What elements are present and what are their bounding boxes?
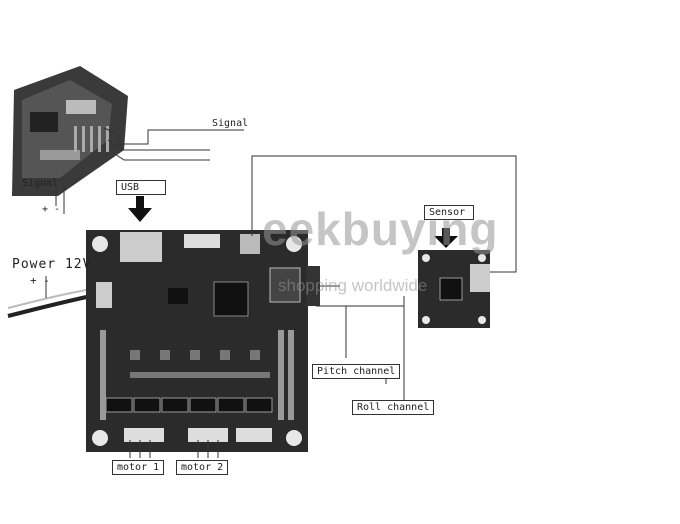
roll-channel-label: Roll channel xyxy=(352,400,435,415)
signal-top-label: Signal xyxy=(212,118,249,129)
watermark-tagline: shopping worldwide xyxy=(278,276,428,295)
motor2-label: motor 2 xyxy=(176,460,229,475)
usb-arrow xyxy=(128,196,152,222)
board-output-header xyxy=(306,266,320,306)
pitch-channel-label: Pitch channel xyxy=(312,364,401,379)
connection-lines xyxy=(129,155,517,458)
sensor-label: Sensor xyxy=(424,205,474,220)
power-label: Power 12V xyxy=(12,257,92,272)
controller-board xyxy=(86,230,308,452)
receiver-board xyxy=(12,66,128,196)
plus-minus-left-label: + - xyxy=(42,204,61,215)
sensor-board xyxy=(418,250,490,328)
usb-label: USB xyxy=(116,180,166,195)
receiver-wires xyxy=(55,127,244,214)
signal-left-label: Signal xyxy=(22,178,59,189)
sensor-arrow xyxy=(434,228,458,248)
motor1-label: motor 1 xyxy=(112,460,165,475)
power-plus-minus-label: + - xyxy=(30,274,50,287)
